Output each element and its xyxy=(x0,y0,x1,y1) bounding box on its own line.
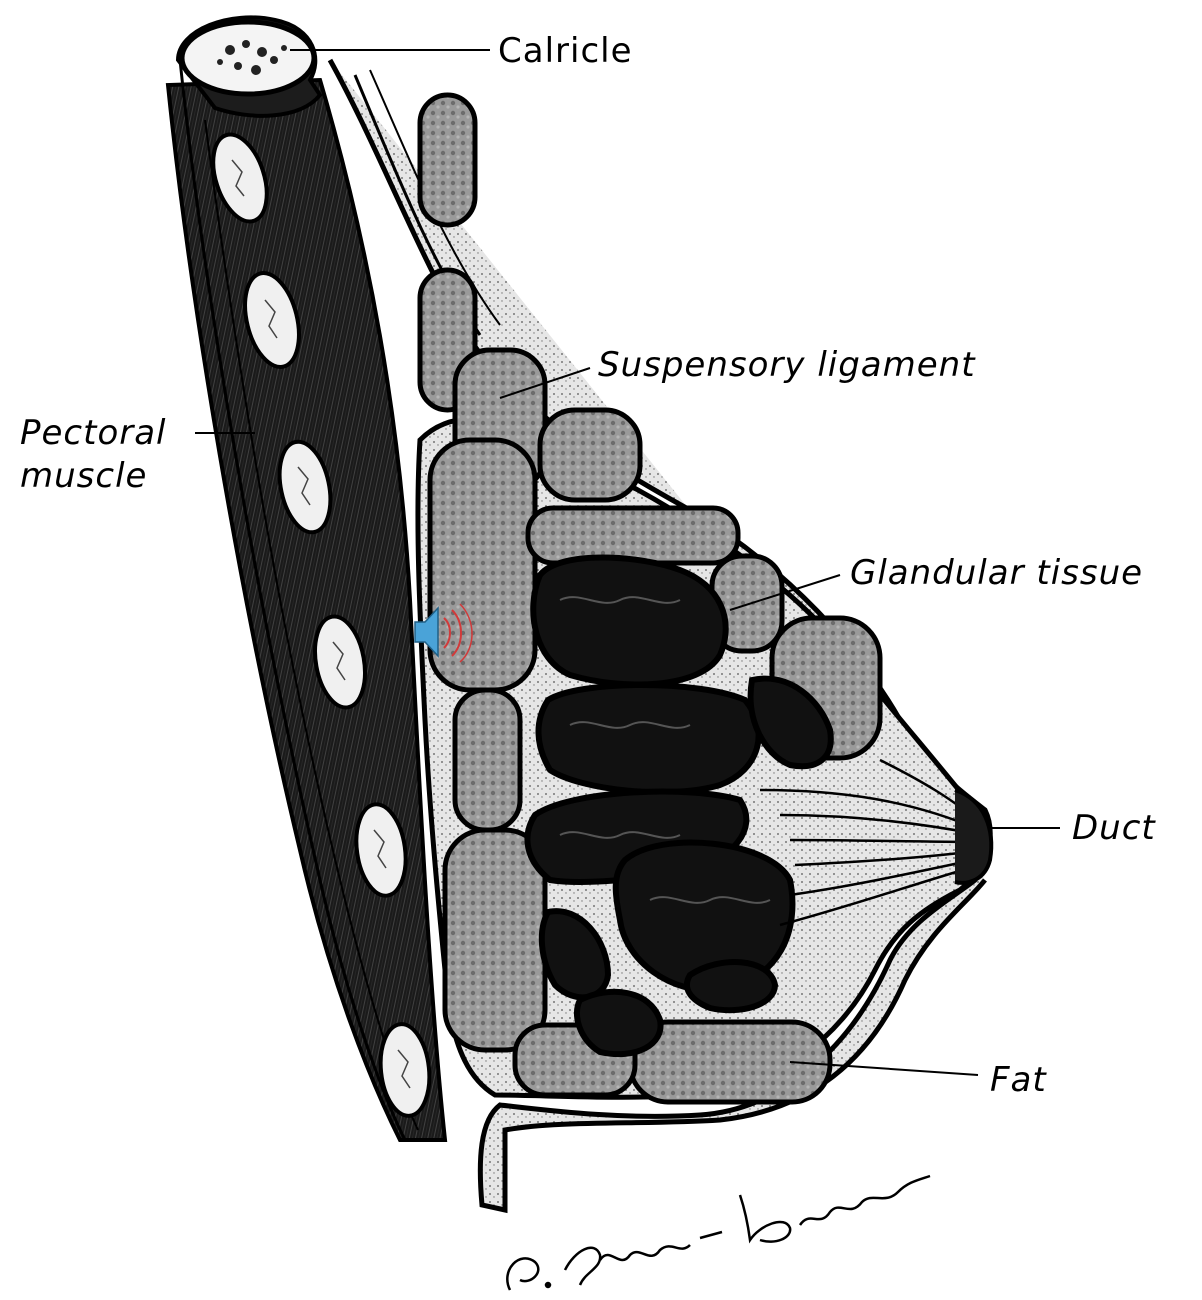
label-calricle: Calricle xyxy=(498,31,633,71)
artist-signature xyxy=(507,1176,930,1290)
label-duct: Duct xyxy=(1072,808,1156,848)
label-suspensory-ligament: Suspensory ligament xyxy=(598,345,976,385)
nipple xyxy=(955,790,991,883)
label-pectoral-line1: Pectoral xyxy=(20,413,167,453)
label-glandular-tissue: Glandular tissue xyxy=(850,553,1143,593)
label-pectoral-line2: muscle xyxy=(20,456,147,496)
label-fat: Fat xyxy=(990,1060,1047,1100)
pectoral-muscle xyxy=(168,60,445,1140)
